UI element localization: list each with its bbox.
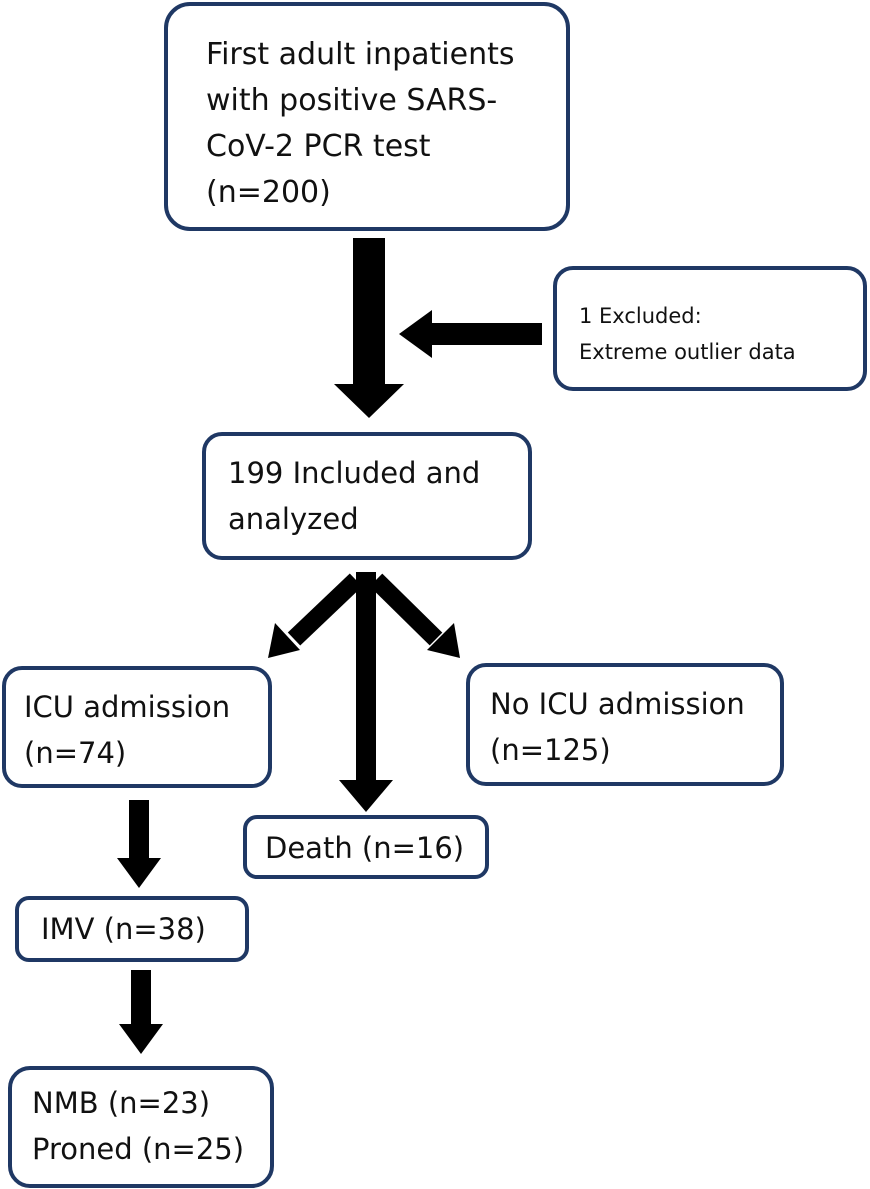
excluded-line-2: Extreme outlier data [579,340,796,364]
death-line-1: Death (n=16) [265,831,465,865]
proned-line: Proned (n=25) [32,1132,245,1166]
imv-line-1: IMV (n=38) [41,912,206,946]
start-line-1: First adult inpatients [206,37,515,72]
arrow-included-to-no-icu [369,573,460,658]
included-box: 199 Included and analyzed [202,432,532,560]
arrow-start-to-included [334,238,404,418]
icu-line-2: (n=74) [24,736,127,770]
no-icu-line-1: No ICU admission [490,687,745,721]
imv-box: IMV (n=38) [15,896,249,962]
nmb-proned-box: NMB (n=23) Proned (n=25) [8,1066,274,1188]
start-line-4: (n=200) [206,175,331,210]
arrow-icu-to-imv [117,800,161,888]
icu-line-1: ICU admission [24,690,231,724]
no-icu-box: No ICU admission (n=125) [466,663,784,786]
arrow-included-to-death [339,572,393,812]
excluded-box: 1 Excluded: Extreme outlier data [553,266,867,391]
arrow-imv-to-nmb [119,970,163,1054]
no-icu-line-2: (n=125) [490,733,611,767]
included-line-2: analyzed [228,502,359,536]
start-line-3: CoV-2 PCR test [206,129,431,164]
nmb-line: NMB (n=23) [32,1086,211,1120]
arrow-included-to-icu [268,573,363,658]
icu-box: ICU admission (n=74) [2,666,272,788]
excluded-line-1: 1 Excluded: [579,304,702,328]
arrow-excluded-to-main [399,310,542,358]
death-box: Death (n=16) [243,815,489,879]
start-box: First adult inpatients with positive SAR… [164,2,570,231]
included-line-1: 199 Included and [228,456,481,490]
start-line-2: with positive SARS- [206,83,498,118]
